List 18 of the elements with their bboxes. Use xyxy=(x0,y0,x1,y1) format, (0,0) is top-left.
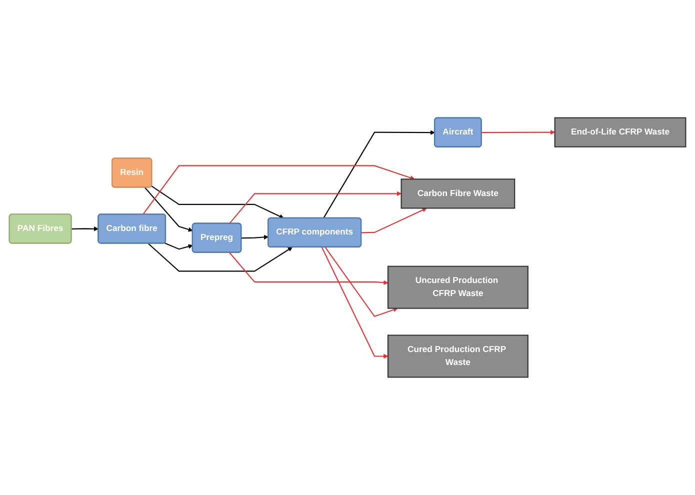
arrow xyxy=(324,246,398,318)
node-box: Uncured Production CFRP Waste xyxy=(387,266,528,309)
arrow xyxy=(229,252,388,285)
arrow xyxy=(321,247,388,359)
arrow xyxy=(148,243,293,272)
arrow xyxy=(164,242,193,250)
node-box: Carbon Fibre Waste xyxy=(400,178,516,209)
arrow xyxy=(72,226,99,232)
arrow xyxy=(361,208,427,234)
arrow xyxy=(241,234,269,240)
node-box: End-of-Life CFRP Waste xyxy=(554,117,686,148)
arrow xyxy=(142,165,415,215)
arrow xyxy=(323,130,436,218)
node-box: Cured Production CFRP Waste xyxy=(387,334,528,378)
arrow xyxy=(144,187,193,232)
arrow xyxy=(482,130,556,135)
arrow xyxy=(229,191,402,224)
arrow xyxy=(151,186,284,218)
